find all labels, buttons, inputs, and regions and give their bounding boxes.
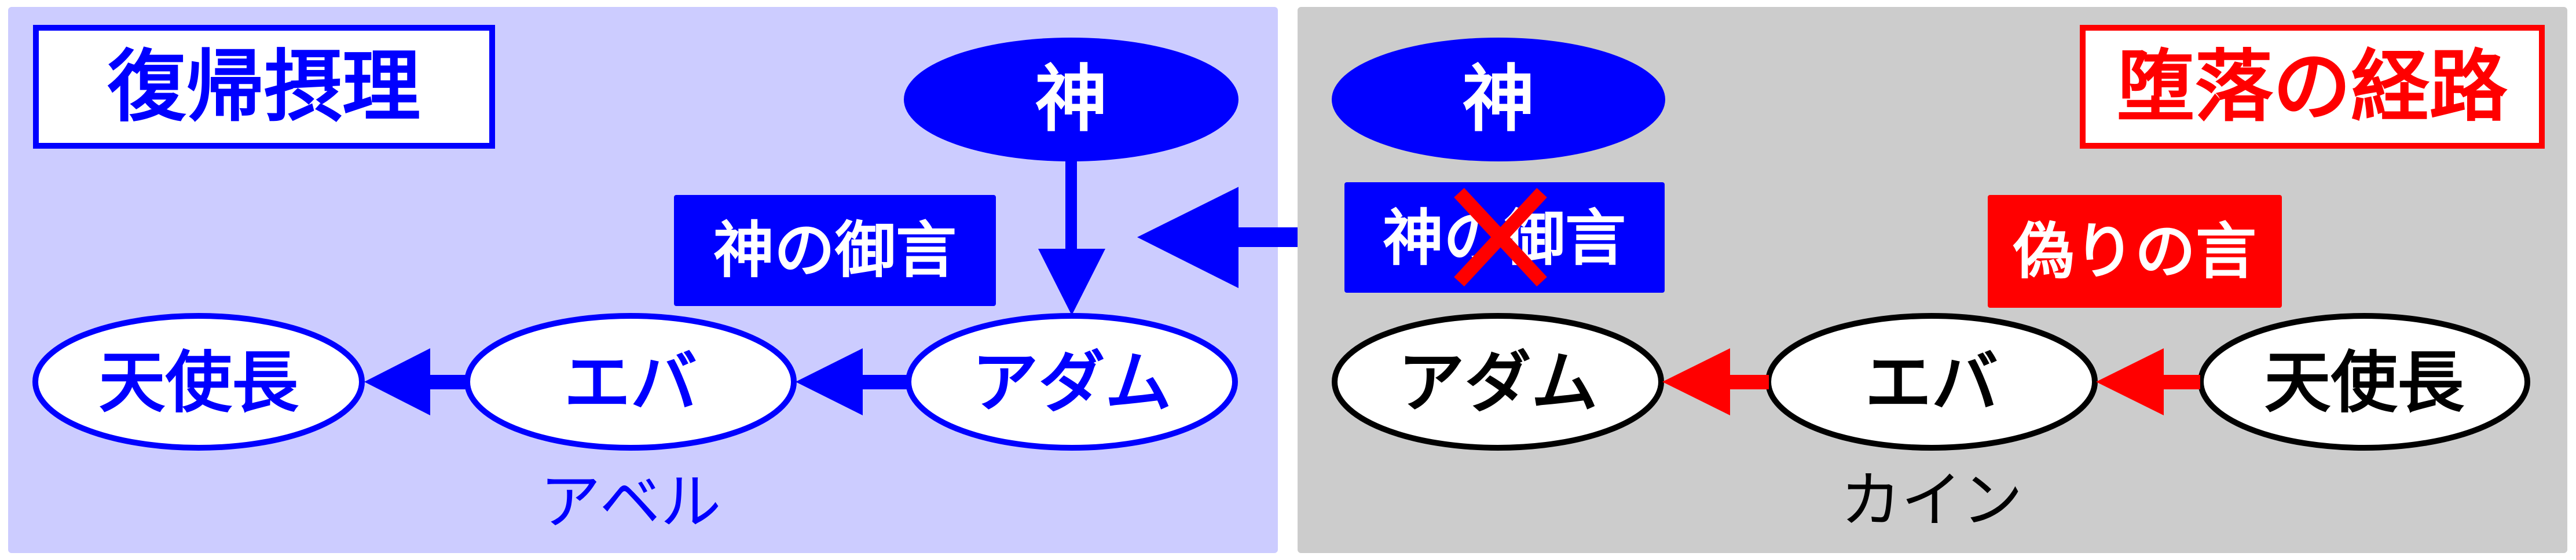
restoration-god-label: 神	[1035, 58, 1108, 142]
word-box	[674, 195, 996, 306]
adam-to-eve-arrowhead	[796, 348, 863, 415]
god-to-adam-arrowhead	[1038, 249, 1105, 315]
restoration-god-node	[904, 38, 1238, 161]
fall-lineage-label: カイン	[1840, 465, 2022, 536]
eve-to-archangel-arrow-shaft	[428, 375, 467, 389]
word-box-label: 神の御言	[713, 215, 957, 286]
word-transfer-arrowhead	[1137, 187, 1238, 288]
false-word-box-label: 偽りの言	[2013, 216, 2256, 287]
restoration-node-archangel	[32, 313, 365, 451]
fall-god-label: 神	[1463, 58, 1535, 142]
restoration-node-eve-label: エバ	[564, 344, 697, 422]
restoration-node-adam	[906, 313, 1238, 451]
restoration-node-adam-label: アダム	[972, 344, 1171, 422]
cross-out-icon	[1454, 187, 1547, 287]
fall-node-archangel	[2198, 313, 2530, 451]
eve-to-archangel-arrowhead	[364, 348, 430, 415]
restoration-node-archangel-label: 天使長	[98, 344, 299, 422]
eve-to-adam-arrow-shaft	[1728, 375, 1769, 389]
fall-node-adam-label: アダム	[1398, 344, 1597, 422]
fall-node-eve-label: エバ	[1865, 344, 1998, 422]
eve-to-adam-arrowhead	[1662, 348, 1730, 415]
restoration-title: 復帰摂理	[107, 42, 420, 132]
adam-to-eve-arrow-shaft	[861, 375, 907, 389]
god-to-adam-arrow-shaft	[1065, 161, 1077, 251]
restoration-title-box	[33, 25, 495, 149]
fall-god-node	[1332, 38, 1665, 161]
fall-node-adam	[1332, 313, 1664, 451]
archangel-to-eve-arrow-shaft	[2162, 375, 2200, 389]
restoration-node-eve	[464, 313, 797, 451]
fall-title-box	[2080, 25, 2545, 149]
fall-node-archangel-label: 天使長	[2264, 344, 2464, 422]
archangel-to-eve-arrowhead	[2096, 348, 2164, 415]
fall-title: 堕落の経路	[2117, 42, 2508, 132]
false-word-box	[1988, 195, 2282, 308]
restoration-lineage-label: アベル	[540, 467, 721, 537]
